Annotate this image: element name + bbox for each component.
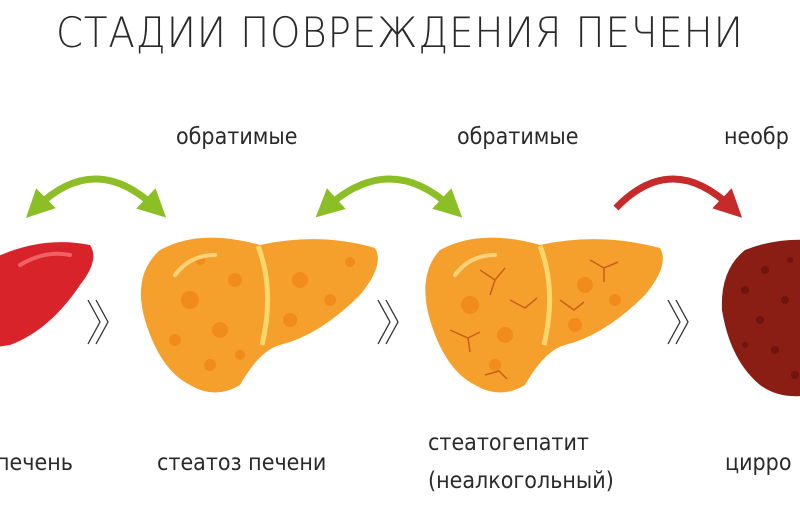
curved-double-arrow-icon <box>26 175 167 218</box>
steatosis-liver-icon <box>140 237 378 393</box>
chevron-double-right-icon <box>87 299 689 345</box>
steatohepatitis-liver-icon <box>425 237 663 393</box>
stage-label-healthy: печень <box>0 450 73 476</box>
stage-label-cirrhosis: цирро <box>725 450 792 476</box>
transition-label-reversible-1: обратимые <box>176 124 298 150</box>
curved-double-arrow-icon <box>315 175 463 218</box>
transition-label-irreversible: необр <box>724 124 789 150</box>
healthy-liver-icon <box>0 242 94 347</box>
cirrhosis-liver-icon <box>721 239 800 397</box>
transition-label-reversible-2: обратимые <box>457 124 579 150</box>
curved-arrow-icon <box>613 175 743 218</box>
stage-label-steatosis: стеатоз печени <box>157 450 327 476</box>
page-title: СТАДИИ ПОВРЕЖДЕНИЯ ПЕЧЕНИ <box>56 8 744 57</box>
stage-label-steatohepatitis-type: (неалкогольный) <box>428 468 614 494</box>
stage-label-steatohepatitis: стеатогепатит <box>428 430 589 456</box>
